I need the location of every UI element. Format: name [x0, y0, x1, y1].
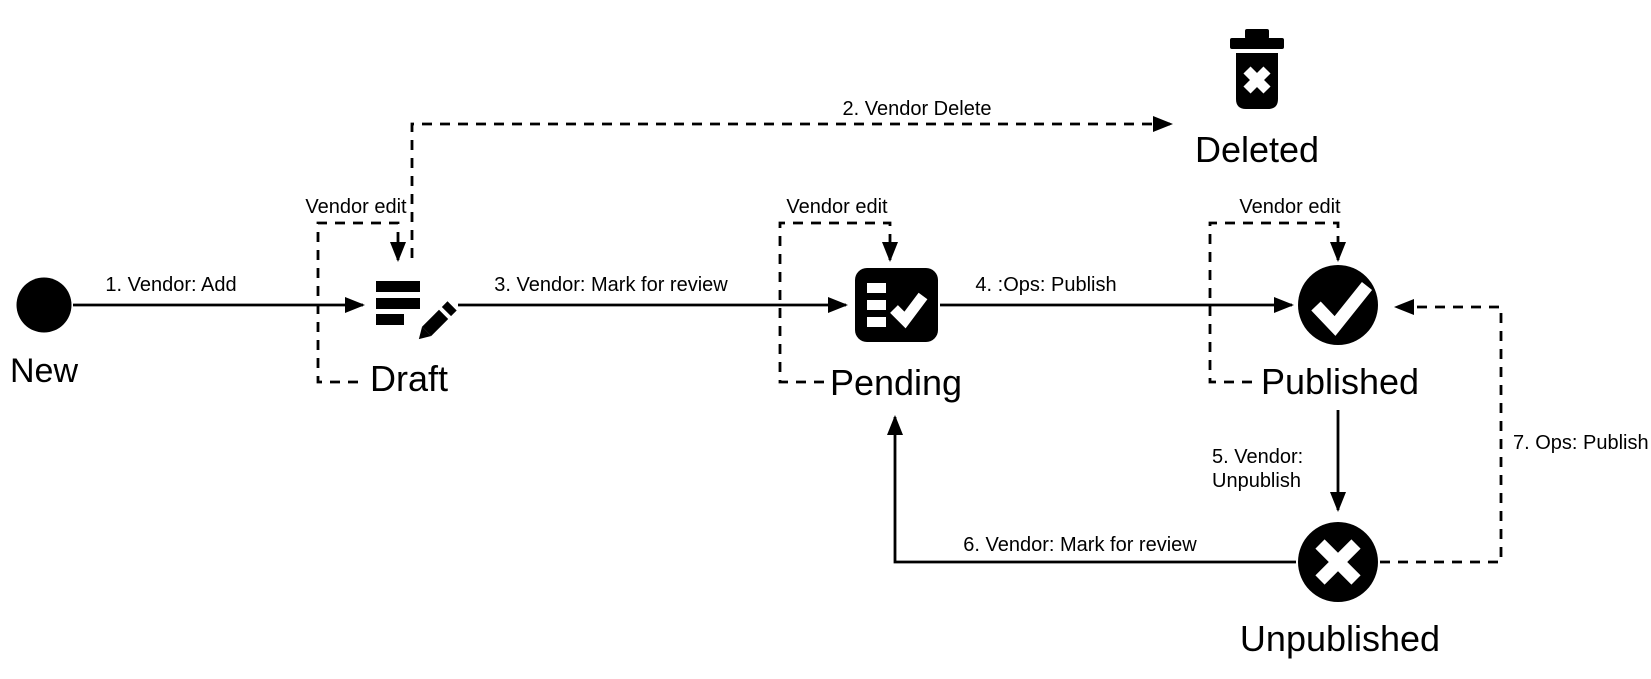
- state-unpublished: Unpublished: [1240, 522, 1440, 659]
- edge-ops-republish-label: 7. Ops: Publish: [1513, 432, 1649, 454]
- state-pending-label: Pending: [830, 362, 962, 403]
- state-new-label: New: [10, 352, 78, 390]
- edge-vendor-unpublish-label-line1: 5. Vendor:: [1212, 446, 1303, 468]
- filled-circle-icon: [16, 277, 72, 333]
- state-deleted-label: Deleted: [1195, 129, 1319, 170]
- edge-ops-republish-line: [1380, 299, 1503, 564]
- edit-document-icon: [376, 281, 457, 340]
- edge-ops-publish: 4. :Ops: Publish: [940, 274, 1294, 313]
- trash-x-icon: [1230, 29, 1284, 109]
- edge-ops-republish: 7. Ops: Publish: [1380, 299, 1649, 564]
- edge-pending-vendor-edit-loop: Vendor edit: [778, 196, 898, 384]
- edge-vendor-unpublish-label-line2: Unpublish: [1212, 470, 1301, 492]
- edge-draft-vendor-edit-label: Vendor edit: [305, 196, 407, 218]
- edge-ops-publish-label: 4. :Ops: Publish: [975, 274, 1116, 296]
- edge-published-vendor-edit-label: Vendor edit: [1239, 196, 1341, 218]
- edge-mark-for-review-label: 3. Vendor: Mark for review: [494, 274, 728, 296]
- edge-published-vendor-edit-line: [1208, 221, 1346, 384]
- edge-vendor-unpublish: 5. Vendor: Unpublish: [1212, 410, 1346, 512]
- edge-mark-for-review-again-line: [887, 415, 1296, 564]
- edge-pending-vendor-edit-line: [778, 221, 898, 384]
- edge-mark-for-review-again: 6. Vendor: Mark for review: [887, 415, 1296, 564]
- edge-mark-for-review-again-label: 6. Vendor: Mark for review: [963, 534, 1197, 556]
- edge-vendor-add: 1. Vendor: Add: [73, 274, 365, 313]
- edge-mark-for-review: 3. Vendor: Mark for review: [458, 274, 848, 313]
- edge-draft-vendor-edit-line: [316, 221, 406, 384]
- edge-published-vendor-edit-loop: Vendor edit: [1208, 196, 1346, 384]
- state-published: Published: [1261, 265, 1419, 402]
- checklist-icon: [855, 268, 938, 342]
- edge-pending-vendor-edit-label: Vendor edit: [786, 196, 888, 218]
- state-draft-label: Draft: [370, 358, 448, 399]
- state-pending: Pending: [830, 268, 962, 403]
- state-deleted: Deleted: [1195, 29, 1319, 170]
- edge-vendor-delete-line: [410, 116, 1173, 258]
- state-unpublished-label: Unpublished: [1240, 618, 1440, 659]
- edge-vendor-add-label: 1. Vendor: Add: [105, 274, 236, 296]
- state-published-label: Published: [1261, 361, 1419, 402]
- edge-draft-vendor-edit-loop: Vendor edit: [305, 196, 407, 384]
- state-draft: Draft: [370, 281, 457, 399]
- edge-vendor-delete-label: 2. Vendor Delete: [843, 98, 992, 120]
- state-new: New: [10, 277, 78, 390]
- check-circle-icon: [1298, 265, 1378, 345]
- x-circle-icon: [1298, 522, 1378, 602]
- edge-vendor-delete: 2. Vendor Delete: [410, 98, 1173, 258]
